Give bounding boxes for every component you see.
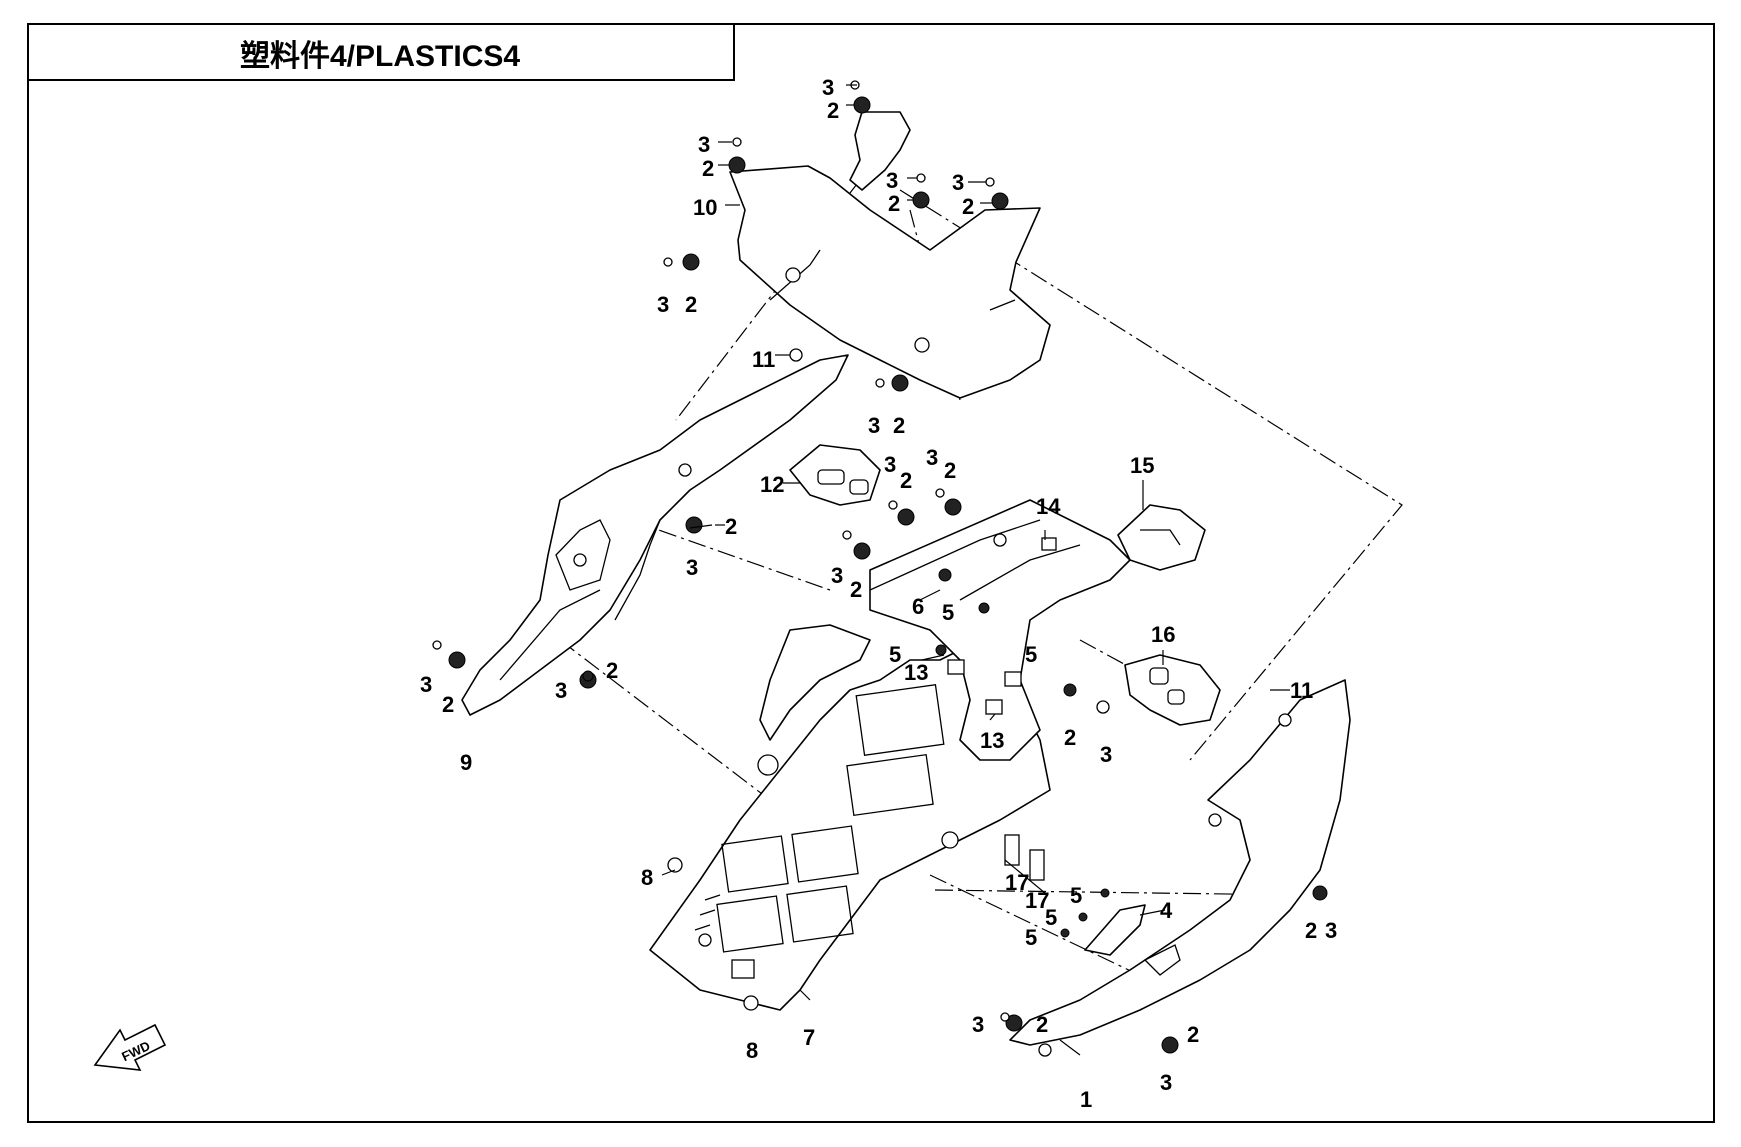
callout-8: 8 — [746, 1038, 758, 1063]
callout-3: 3 — [1100, 742, 1112, 767]
callout-5: 5 — [1025, 642, 1037, 667]
callout-3: 3 — [884, 452, 896, 477]
callout-2: 2 — [893, 413, 905, 438]
central-frame — [759, 499, 1131, 761]
callout-1: 1 — [1080, 1087, 1092, 1112]
callout-14: 14 — [1036, 494, 1061, 519]
callout-3: 3 — [822, 75, 834, 100]
callout-8: 8 — [641, 865, 653, 890]
title-box — [28, 24, 735, 81]
callout-3: 3 — [420, 672, 432, 697]
callout-7: 7 — [803, 1025, 815, 1050]
callout-3: 3 — [868, 413, 880, 438]
callout-15: 15 — [1130, 453, 1154, 478]
callout-2: 2 — [685, 292, 697, 317]
callout-3: 3 — [1325, 918, 1337, 943]
part-12-bracket — [789, 444, 881, 506]
callout-12: 12 — [760, 472, 784, 497]
callout-3: 3 — [952, 170, 964, 195]
callout-5: 5 — [1070, 883, 1082, 908]
callout-3: 3 — [972, 1012, 984, 1037]
callout-2: 2 — [850, 577, 862, 602]
callout-3: 3 — [831, 563, 843, 588]
callout-4: 4 — [1160, 898, 1173, 923]
part-16-bracket — [1124, 654, 1221, 726]
callout-2: 2 — [827, 98, 839, 123]
callout-5: 5 — [889, 642, 901, 667]
callouts: 3 2 3 2 10 3 2 3 2 3 2 11 3 2 12 3 2 3 2… — [420, 75, 1337, 1112]
page-title: 塑料件4/PLASTICS4 — [240, 40, 520, 73]
callout-11: 11 — [752, 347, 775, 372]
callout-3: 3 — [886, 168, 898, 193]
fwd-arrow: FWD — [93, 1023, 167, 1071]
callout-17: 17 — [1005, 870, 1029, 895]
part-9-left-side-cover — [461, 354, 849, 716]
callout-13: 13 — [980, 728, 1004, 753]
callout-9: 9 — [460, 750, 472, 775]
callout-3: 3 — [555, 678, 567, 703]
callout-2: 2 — [1036, 1012, 1048, 1037]
callout-2: 2 — [1305, 918, 1317, 943]
callout-17: 17 — [1025, 888, 1049, 913]
callout-5: 5 — [942, 600, 954, 625]
callout-2: 2 — [442, 692, 454, 717]
callout-5: 5 — [1025, 925, 1037, 950]
callout-2: 2 — [606, 658, 618, 683]
callout-3: 3 — [657, 292, 669, 317]
callout-5: 5 — [1045, 905, 1057, 930]
part-1-right-cowl — [1009, 679, 1351, 1057]
callout-2: 2 — [725, 514, 737, 539]
callout-2: 2 — [1064, 725, 1076, 750]
part-4-bracket — [1084, 904, 1146, 956]
callout-3: 3 — [686, 555, 698, 580]
callout-2: 2 — [900, 468, 912, 493]
callout-13: 13 — [904, 660, 928, 685]
callout-3: 3 — [1160, 1070, 1172, 1095]
callout-2: 2 — [888, 191, 900, 216]
callout-2: 2 — [944, 458, 956, 483]
callout-2: 2 — [1187, 1022, 1199, 1047]
part-15-bracket — [1117, 504, 1206, 571]
outer-frame — [27, 23, 1715, 1123]
callout-3: 3 — [698, 132, 710, 157]
part-10-upper-cover — [729, 111, 1051, 399]
part-7-undertray — [649, 639, 1051, 1011]
callout-2: 2 — [962, 194, 974, 219]
callout-6: 6 — [912, 594, 924, 619]
callout-10: 10 — [693, 195, 717, 220]
callout-2: 2 — [702, 156, 714, 181]
leader-lines — [661, 84, 1290, 1056]
callout-3: 3 — [926, 445, 938, 470]
callout-11: 11 — [1290, 678, 1313, 703]
callout-16: 16 — [1151, 622, 1175, 647]
hardware — [432, 80, 1328, 1054]
